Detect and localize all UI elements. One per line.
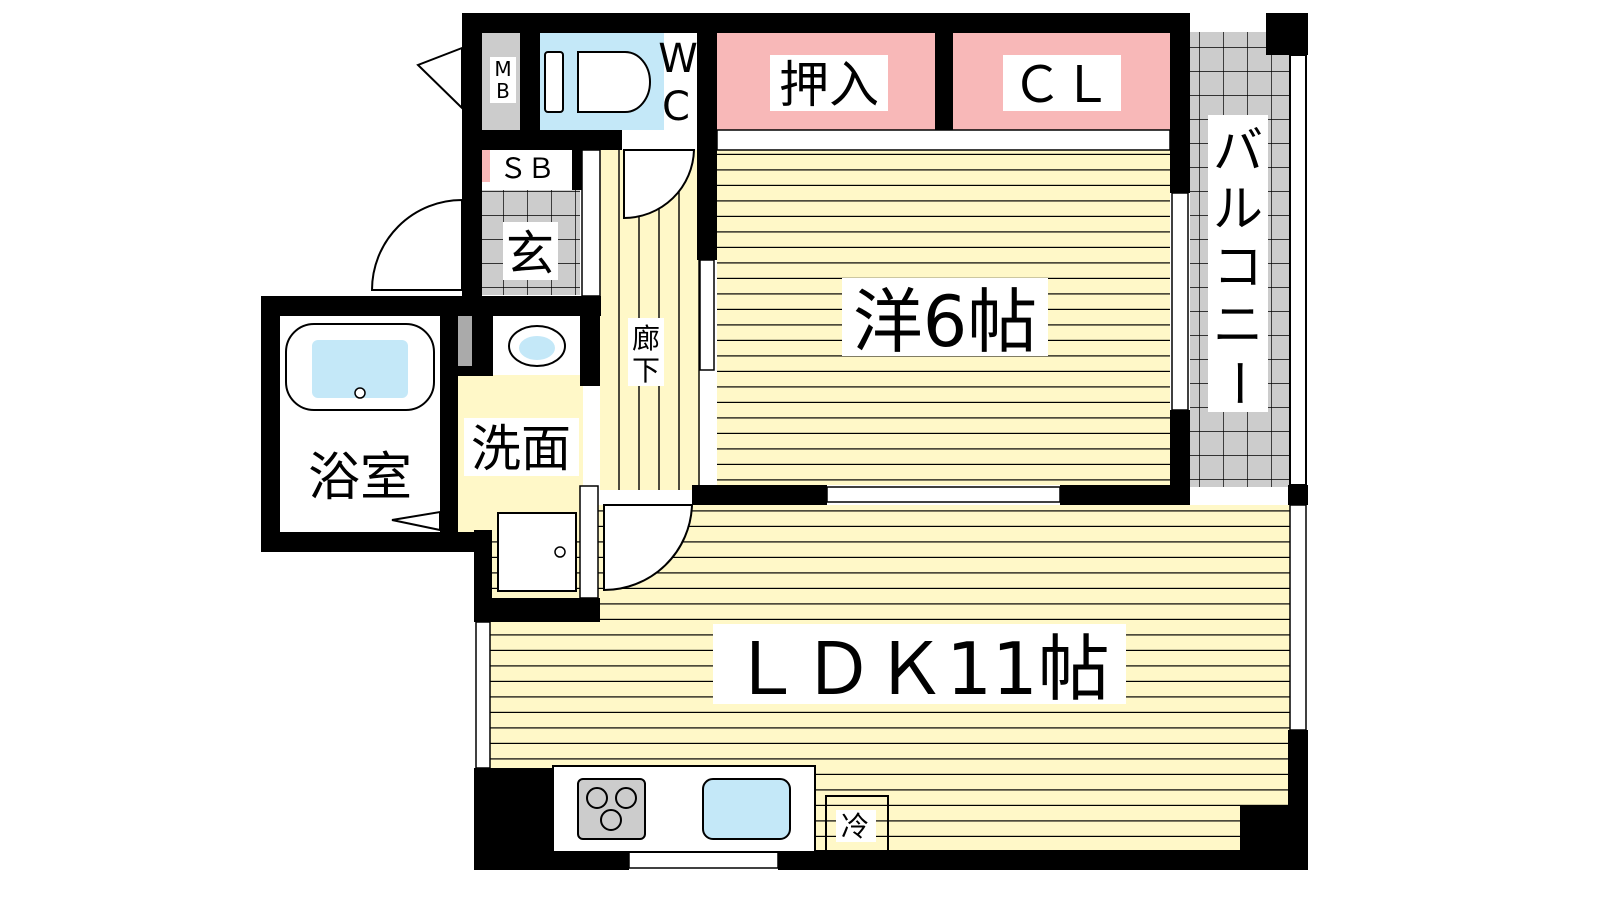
hallway-label-2: 下 [632, 354, 660, 387]
sink-icon [702, 778, 791, 840]
fridge-space [825, 795, 889, 857]
hallway-label-1: 廊 [632, 322, 660, 355]
closet-label: ＣＬ [1012, 56, 1112, 114]
washroom-label: 洗面 [471, 420, 571, 478]
wc-door [623, 149, 696, 220]
western-room-label: 洋6帖 [853, 281, 1038, 363]
mb-door [416, 46, 463, 111]
wall-divider [458, 316, 472, 366]
washbasin-icon [494, 316, 579, 374]
kitchen-counter [552, 765, 816, 853]
ldk-door [603, 504, 694, 592]
stove-icon [577, 778, 646, 840]
balcony-label: バ ル コ ニ ー [1209, 122, 1267, 408]
bathroom-label: 浴室 [308, 448, 412, 508]
windows [475, 129, 1307, 869]
svg-text:ル: ル [1213, 180, 1263, 238]
svg-text:ニ: ニ [1213, 296, 1263, 354]
fridge-label: 冷 [841, 810, 869, 843]
shoe-box-label: ＳＢ [499, 152, 555, 185]
mb-label-1: M [494, 57, 511, 81]
svg-text:コ: コ [1213, 238, 1263, 296]
oshiire-label: 押入 [779, 56, 879, 114]
toilet-icon [544, 51, 651, 113]
wc-label-1: W [658, 36, 698, 82]
mb-label-2: B [496, 79, 510, 103]
bath-door [391, 510, 441, 532]
balcony-rail [1289, 54, 1307, 486]
svg-text:バ: バ [1213, 122, 1263, 180]
entrance-door [370, 198, 463, 291]
bathtub-icon [285, 323, 435, 411]
svg-text:ー: ー [1209, 358, 1267, 408]
drain-icon [554, 546, 566, 558]
entrance-label: 玄 [506, 226, 554, 282]
wc-label-2: C [662, 84, 690, 130]
door-swings [370, 46, 696, 592]
ldk-label: ＬＤＫ11帖 [730, 627, 1110, 711]
